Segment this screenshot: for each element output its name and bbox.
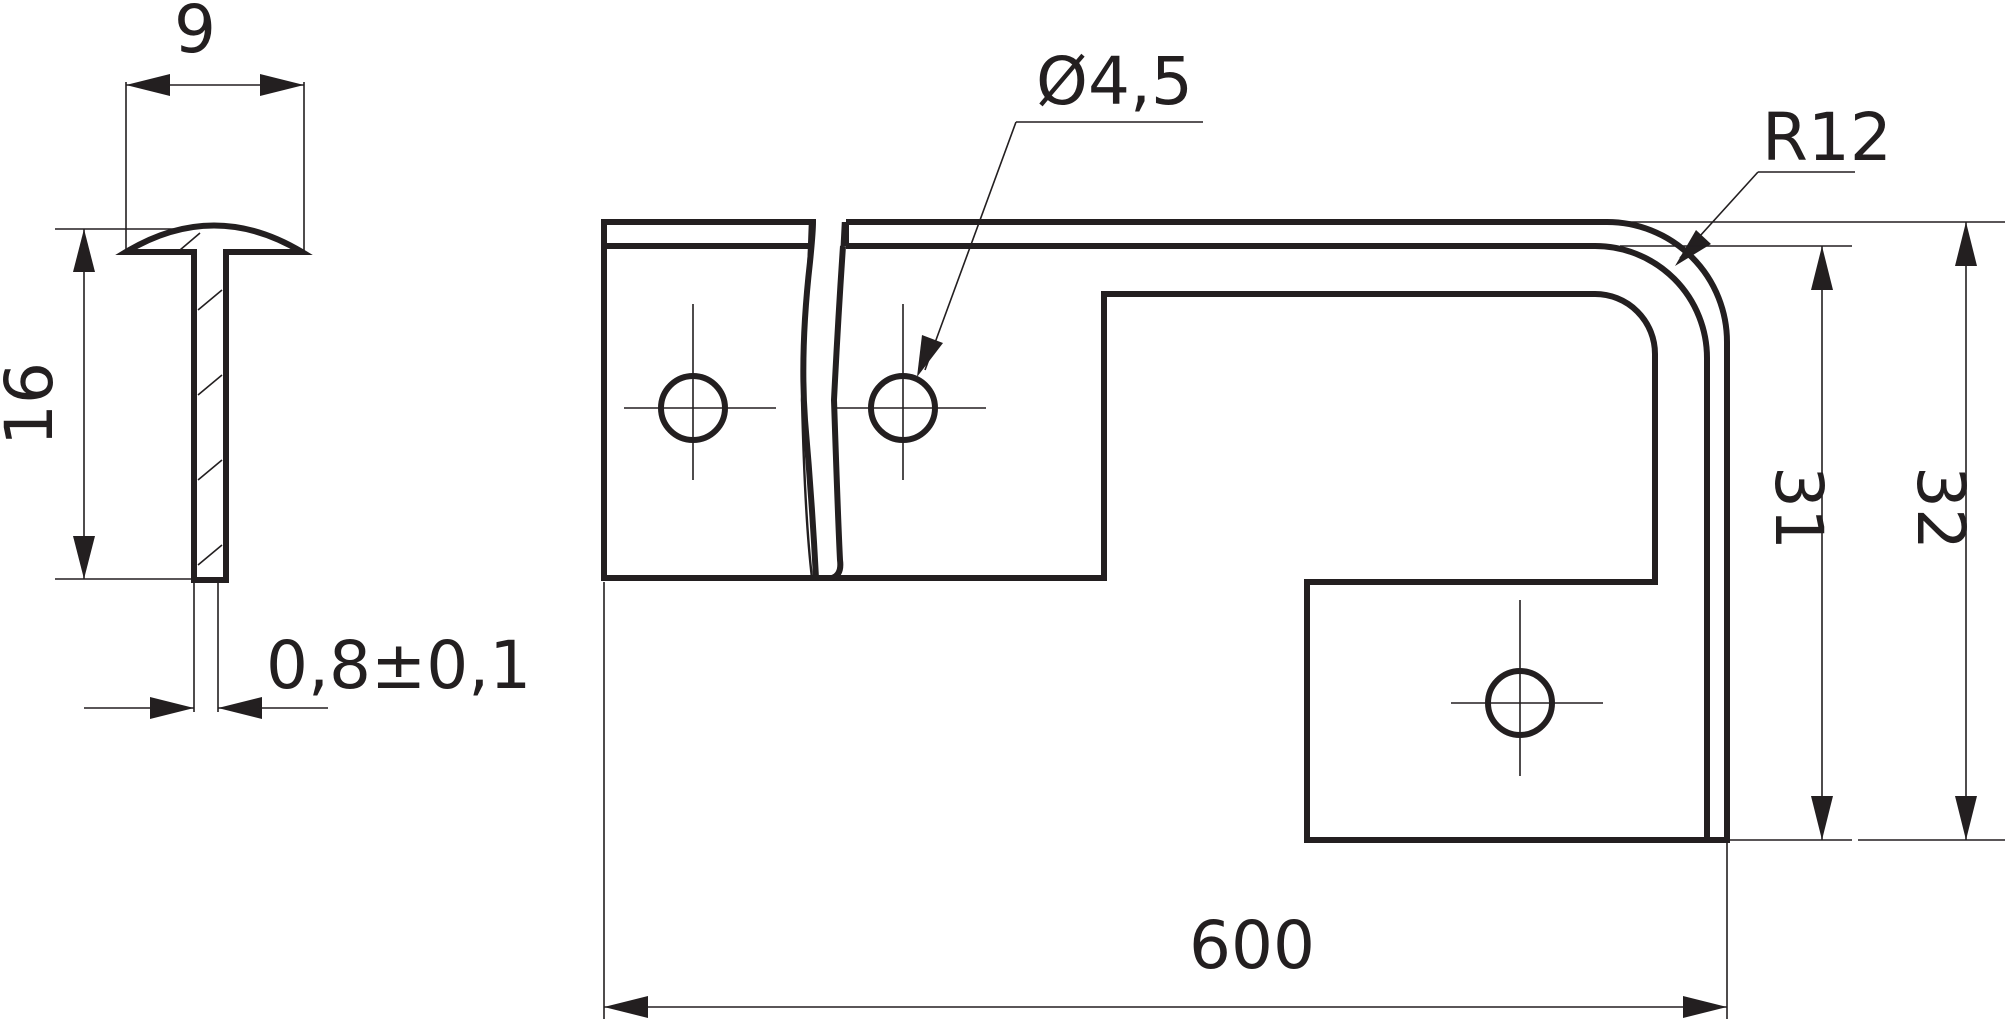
hole-1 [624, 304, 776, 480]
profile-head [115, 222, 313, 583]
dimension-label-outer-height: 32 [1902, 466, 1979, 550]
dimension-width-9: 9 [125, 0, 305, 252]
dimension-label-bend-radius: R12 [1762, 99, 1892, 176]
dimension-bend-radius: R12 [1675, 99, 1892, 266]
dimension-label-width: 9 [174, 0, 216, 68]
dimension-height-16: 16 [0, 228, 192, 580]
dimension-label-hole-diameter: Ø4,5 [1036, 43, 1193, 120]
strip-lip-line [846, 243, 1710, 840]
hole-3 [1451, 600, 1603, 776]
dimension-label-length: 600 [1189, 907, 1315, 984]
dimension-length: 600 [603, 582, 1728, 1019]
dimension-label-height: 16 [0, 362, 68, 446]
hole-2 [834, 304, 986, 480]
dimension-label-inner-height: 31 [1760, 466, 1837, 550]
dimension-thickness: 0,8±0,1 [84, 582, 531, 719]
dimension-hole-diameter: Ø4,5 [917, 43, 1203, 377]
strip-main-outline [816, 219, 1730, 843]
strip-plan-view [601, 219, 1730, 843]
stem-hatching [179, 232, 223, 566]
profile-cross-section [115, 222, 313, 583]
dimension-outer-height: 32 [1610, 221, 2005, 841]
dimension-label-thickness: 0,8±0,1 [266, 627, 531, 704]
strip-left-segment [601, 219, 819, 581]
break-line [800, 221, 814, 579]
dimension-inner-height: 31 [1620, 245, 1852, 841]
